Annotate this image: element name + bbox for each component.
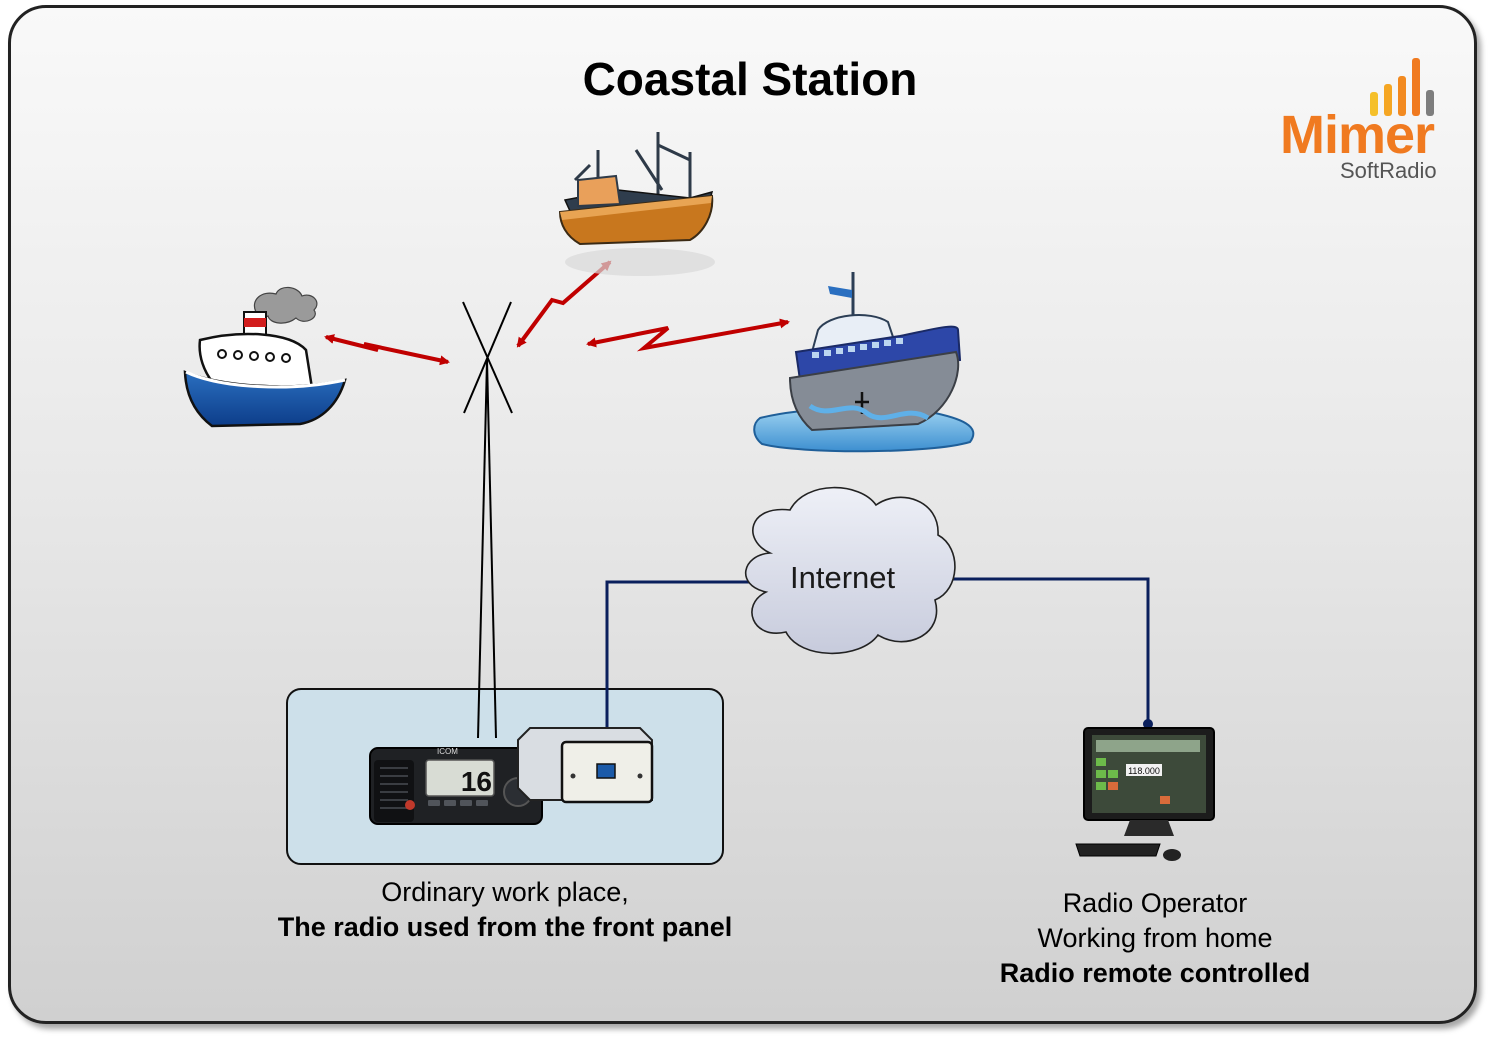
internet-label: Internet bbox=[790, 560, 896, 595]
radio-link-left bbox=[324, 334, 450, 366]
operator-caption: Radio Operator Working from home Radio r… bbox=[960, 886, 1350, 991]
steamboat-icon bbox=[183, 286, 347, 428]
operator-caption-line1: Radio Operator bbox=[1062, 888, 1248, 918]
logo-wordmark: Mimer bbox=[1280, 105, 1435, 165]
cruise-ship-icon bbox=[753, 272, 975, 453]
radio-interface-box-icon bbox=[517, 727, 654, 804]
page-title: Coastal Station bbox=[582, 53, 918, 105]
radio-link-right bbox=[586, 318, 790, 352]
antenna-icon bbox=[462, 301, 513, 739]
workplace-caption-line2: The radio used from the front panel bbox=[277, 912, 733, 942]
mimer-logo-bars bbox=[1370, 58, 1434, 116]
logo-subtitle: SoftRadio bbox=[1340, 158, 1437, 183]
network-link bbox=[605, 577, 1150, 773]
cargo-ship-icon bbox=[558, 132, 715, 276]
radio-brand-label: ICOM bbox=[437, 747, 458, 756]
monitor-frequency-display: 118.000 bbox=[1128, 766, 1160, 776]
workplace-caption: Ordinary work place, The radio used from… bbox=[240, 875, 770, 945]
diagram-frame bbox=[8, 5, 1477, 1024]
operator-caption-line3: Radio remote controlled bbox=[999, 958, 1311, 988]
radio-channel-display: 16 bbox=[461, 766, 492, 797]
internet-cloud-icon bbox=[745, 486, 956, 655]
vhf-radio-icon: 16 ICOM bbox=[369, 747, 543, 825]
radio-link-top bbox=[516, 260, 612, 348]
operator-caption-line2: Working from home bbox=[1037, 923, 1273, 953]
monitor-icon: 118.000 bbox=[1075, 727, 1215, 861]
workplace-caption-line1: Ordinary work place, bbox=[381, 877, 629, 907]
